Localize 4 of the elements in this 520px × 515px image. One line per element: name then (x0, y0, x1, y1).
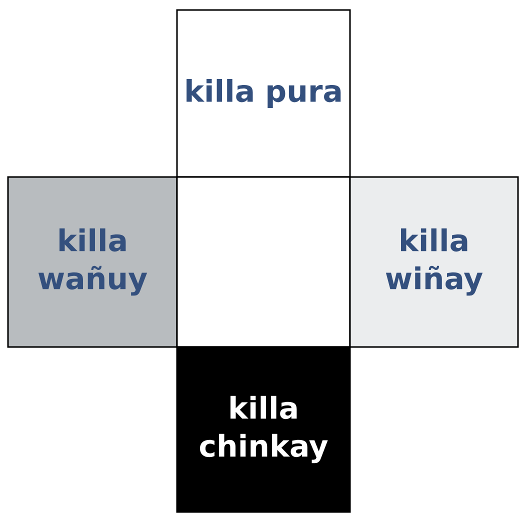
labeled-square: killa wiñay (349, 176, 519, 348)
labeled-square: killa chinkay (176, 346, 351, 513)
labeled-square: killa pura (176, 9, 351, 178)
labeled-square: killa wañuy (7, 176, 178, 348)
